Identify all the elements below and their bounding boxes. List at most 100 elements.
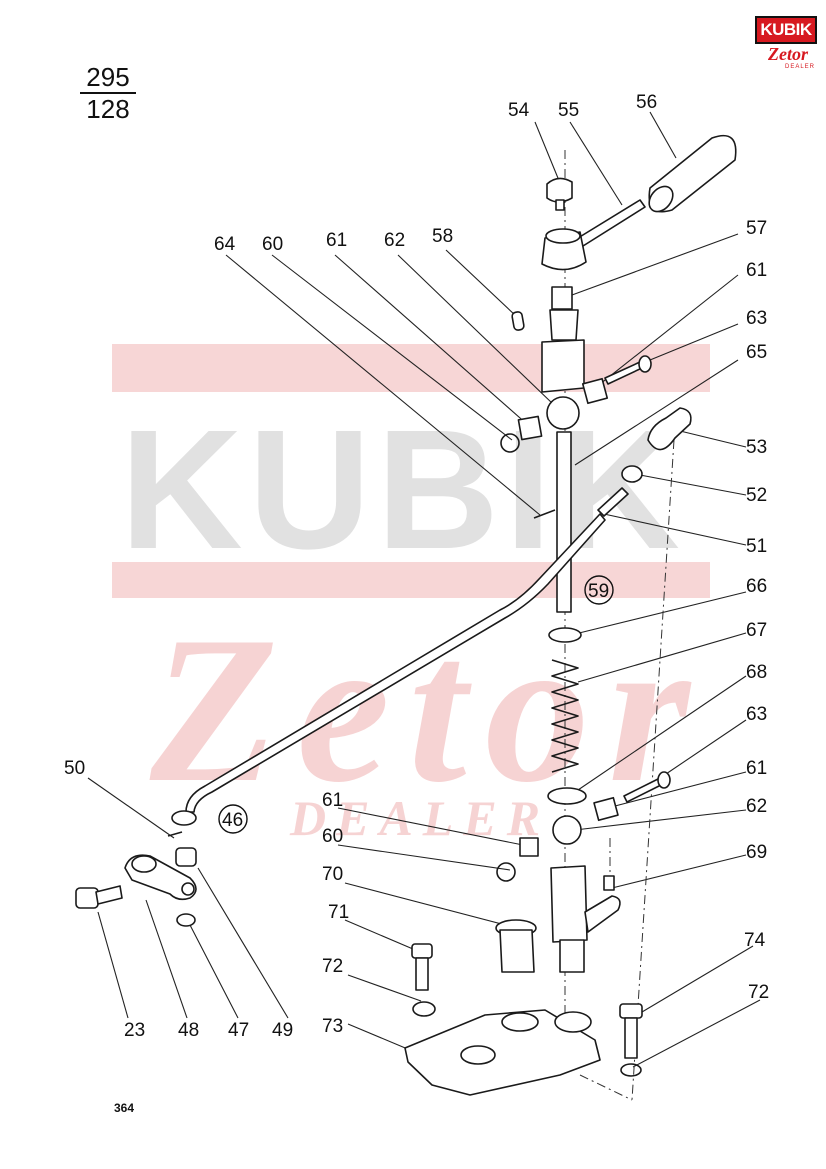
callout-61-top: 61: [326, 230, 347, 251]
cotter-50: [167, 831, 183, 837]
callout-69: 69: [746, 842, 767, 863]
lever-48-clamp: [131, 855, 157, 873]
lockwasher-72-right: [620, 1063, 642, 1077]
callout-51: 51: [746, 536, 767, 557]
callout-72-left: 72: [322, 956, 343, 977]
page-number: 364: [114, 1101, 135, 1115]
callout-48: 48: [178, 1020, 199, 1041]
callout-61-lower-left: 61: [322, 790, 343, 811]
callout-58: 58: [432, 226, 453, 247]
thread-51: [597, 487, 629, 517]
ball-62-top: [546, 396, 580, 430]
figure-code-numerator: 295: [86, 62, 130, 92]
bolt-63-top-head: [638, 355, 652, 373]
callout-54: 54: [508, 100, 530, 121]
callout-61-right: 61: [746, 260, 767, 281]
link-rod-46: [185, 513, 606, 813]
logo-dealer-text: DEALER: [784, 64, 815, 70]
callout-70: 70: [322, 864, 343, 885]
figure-code: 295 128: [78, 62, 138, 124]
callout-72-right: 72: [748, 982, 769, 1003]
callout-46: 46: [222, 810, 243, 831]
rod-46-end: [171, 810, 197, 826]
square-nut-61-mid: [519, 837, 539, 857]
callout-53: 53: [746, 437, 767, 458]
ball-joint-53: [647, 407, 692, 451]
callout-60-top: 60: [262, 234, 283, 255]
bracket-73-hole-b: [554, 1011, 592, 1033]
ball-62-lower: [552, 815, 582, 845]
bracket-73-hole-a: [501, 1012, 539, 1032]
bracket-73-hole-c: [460, 1045, 496, 1065]
callout-57: 57: [746, 218, 767, 239]
rod-55: [577, 199, 646, 247]
callout-62-lower: 62: [746, 796, 767, 817]
bushing-70: [499, 929, 535, 973]
sleeve-top: [551, 286, 573, 310]
washer-68: [547, 787, 587, 805]
sleeve-69: [550, 865, 588, 943]
circlip-60-top: [500, 433, 520, 453]
watermark-dealer: DEALER: [289, 790, 550, 846]
lever-48-hole: [181, 882, 195, 896]
key-58: [511, 311, 525, 331]
knob-56-end: [648, 185, 674, 213]
lever-69: [584, 895, 621, 933]
callout-63-lower: 63: [746, 704, 767, 725]
callout-23: 23: [124, 1020, 145, 1041]
figure-code-rule: [80, 92, 136, 94]
callout-71: 71: [328, 902, 349, 923]
washer-66: [548, 627, 582, 643]
sleeve-fork: [541, 339, 585, 393]
callout-66: 66: [746, 576, 767, 597]
callout-67: 67: [746, 620, 767, 641]
sleeve-69-stem: [559, 939, 585, 973]
bolt-74-head: [619, 1003, 643, 1019]
logo-zetor-text: Zetor: [768, 44, 808, 64]
callout-59-circle: [584, 575, 614, 605]
watermark: KUBIK Zetor DEALER: [112, 344, 710, 846]
pin-64: [533, 509, 556, 519]
callout-74: 74: [744, 930, 766, 951]
cone-57-top: [545, 228, 581, 244]
watermark-band-top: [112, 344, 710, 392]
watermark-band-bottom: [112, 562, 710, 598]
bolt-23-head: [75, 887, 99, 909]
nut-52: [621, 465, 643, 483]
callout-62-top: 62: [384, 230, 405, 251]
callout-73: 73: [322, 1016, 343, 1037]
callout-52: 52: [746, 485, 767, 506]
square-nut-61-top: [581, 377, 609, 405]
callout-49: 49: [272, 1020, 293, 1041]
square-nut-61-lower: [593, 796, 619, 822]
callout-61-lower-right: 61: [746, 758, 767, 779]
callout-labels: 54 55 56 64 60 61 62 58 57 61 63 65 53 5…: [64, 92, 769, 1041]
pin-69: [603, 875, 615, 891]
figure-code-denominator: 128: [86, 94, 130, 124]
shaft-65: [556, 431, 572, 613]
callout-50: 50: [64, 758, 85, 779]
logo-kubik-text: KUBIK: [755, 16, 817, 44]
callout-68: 68: [746, 662, 767, 683]
callout-55: 55: [558, 100, 579, 121]
callout-65: 65: [746, 342, 767, 363]
watermark-brand: KUBIK: [120, 395, 680, 585]
cap-54-pin: [555, 199, 565, 211]
leader-lines: [87, 111, 761, 1068]
callout-64: 64: [214, 234, 236, 255]
cap-54: [546, 177, 573, 203]
square-nut-61-left: [517, 415, 543, 441]
washer-47: [176, 913, 196, 927]
circlip-60-lower: [496, 862, 516, 882]
bolt-71-head: [411, 943, 433, 959]
callout-60-lower: 60: [322, 826, 343, 847]
callout-46-circle: [218, 804, 248, 834]
callout-63-top: 63: [746, 308, 767, 329]
lockwasher-72: [412, 1001, 436, 1017]
bolt-63-lower-head: [657, 771, 671, 789]
kubik-zetor-logo: KUBIK Zetor DEALER: [755, 16, 817, 74]
bushing-49: [175, 847, 197, 867]
callout-56: 56: [636, 92, 657, 113]
